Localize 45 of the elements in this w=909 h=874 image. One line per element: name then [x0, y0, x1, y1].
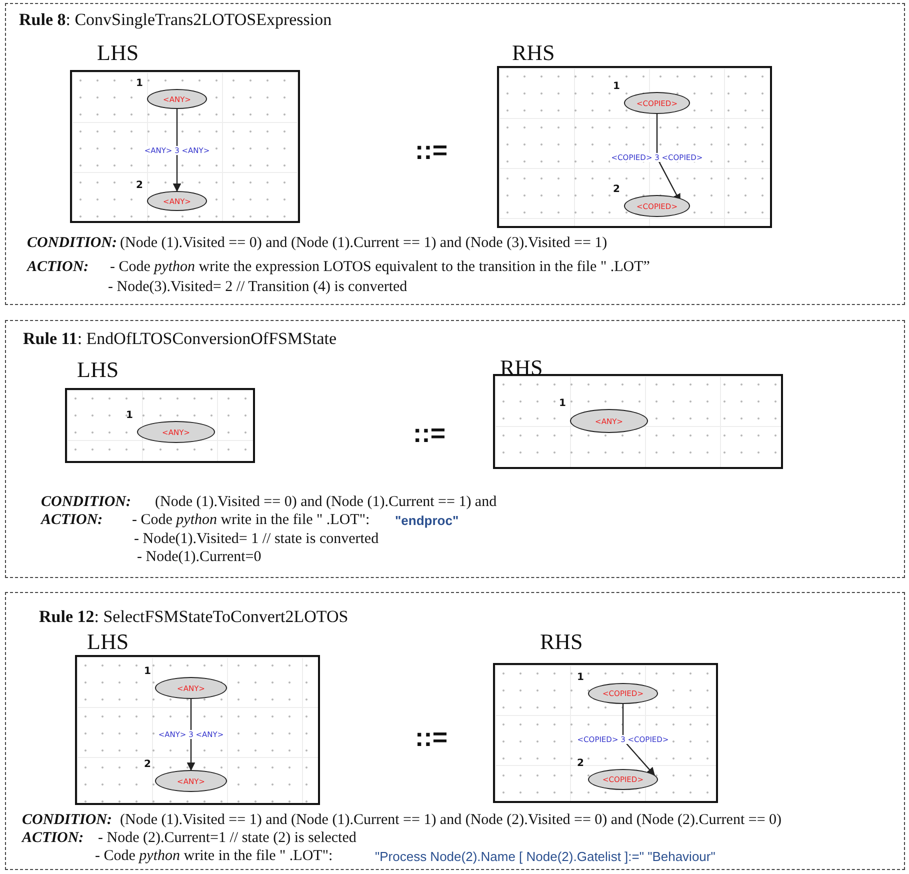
- condition-keyword: CONDITION:: [41, 494, 131, 511]
- arrow: [186, 699, 196, 771]
- rule-panel: [5, 592, 905, 870]
- rule-text: - Node (2).Current=1 // state (2) is selected: [98, 830, 356, 847]
- rule-text: - Node(1).Current=0: [137, 549, 262, 566]
- rule-text: - Code python write in the file " .LOT":: [132, 512, 370, 529]
- rule-text: "endproc": [395, 513, 459, 528]
- node-number: 1: [613, 81, 620, 92]
- rule-panel: [5, 320, 905, 578]
- rewrite-symbol: ::=: [413, 418, 446, 449]
- rule-title: Rule 8: ConvSingleTrans2LOTOSExpression: [19, 10, 332, 30]
- graph-heading: RHS: [540, 630, 583, 654]
- condition-keyword: ACTION:: [41, 512, 103, 529]
- arrow: [172, 109, 182, 192]
- rule-text: - Node(1).Visited= 1 // state is converted: [134, 531, 379, 548]
- rule-panel: [5, 3, 905, 305]
- rule-text: - Code python write the expression LOTOS equivalent to the transition in the file " .LOT”: [110, 259, 650, 276]
- graph-heading: LHS: [97, 41, 139, 65]
- rule-title: Rule 12: SelectFSMStateToConvert2LOTOS: [39, 607, 348, 627]
- rule-text: - Node(3).Visited= 2 // Transition (4) is converted: [108, 279, 408, 296]
- node-number: 1: [559, 398, 566, 409]
- node-number: 2: [613, 184, 620, 195]
- rewrite-symbol: ::=: [415, 135, 448, 166]
- node-number: 1: [136, 78, 143, 89]
- condition-keyword: ACTION:: [22, 830, 84, 847]
- rule-text: (Node (1).Visited == 0) and (Node (1).Current == 1) and: [155, 494, 497, 511]
- node-number: 2: [577, 758, 584, 769]
- rule-text: (Node (1).Visited == 0) and (Node (1).Current == 1) and (Node (3).Visited == 1): [120, 235, 608, 252]
- arrow: [622, 704, 656, 776]
- rule-text: - Code python write in the file " .LOT":: [95, 848, 333, 865]
- graph-heading: LHS: [87, 630, 129, 654]
- condition-keyword: CONDITION:: [27, 235, 117, 252]
- rule-text: (Node (1).Visited == 1) and (Node (1).Current == 1) and (Node (2).Visited == 0) and (Node (2).Current == 0): [120, 812, 782, 829]
- rule-text: "Process Node(2).Name [ Node(2).Gatelist ]:=" "Behaviour": [375, 849, 716, 864]
- rule-title: Rule 11: EndOfLTOSConversionOfFSMState: [23, 329, 337, 349]
- node-number: 2: [144, 759, 151, 770]
- graph-heading: RHS: [512, 41, 555, 65]
- condition-keyword: ACTION:: [27, 259, 89, 276]
- condition-keyword: CONDITION:: [22, 812, 112, 829]
- rewrite-symbol: ::=: [415, 722, 448, 753]
- node-number: 2: [136, 180, 143, 191]
- node-number: 1: [577, 672, 584, 683]
- graph-heading: LHS: [77, 358, 119, 382]
- node-number: 1: [126, 410, 133, 421]
- node-number: 1: [144, 666, 151, 677]
